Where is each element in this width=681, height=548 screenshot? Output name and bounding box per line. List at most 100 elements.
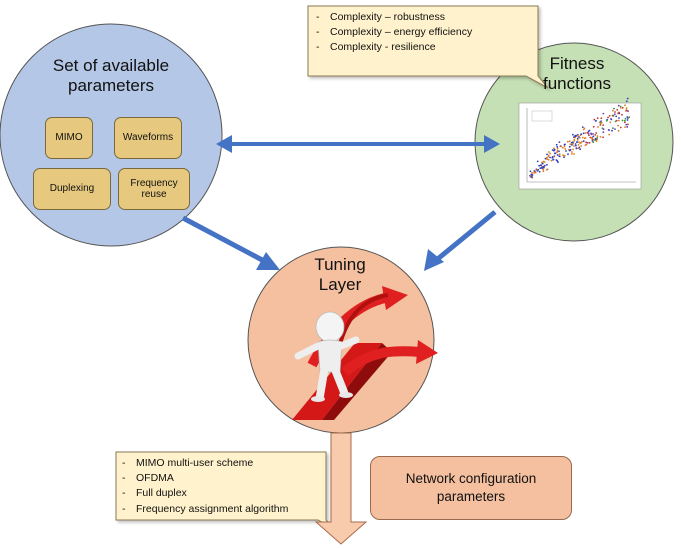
scatter-thumbnail-dot [611,129,613,132]
scatter-thumbnail-dot [547,158,550,161]
scatter-thumbnail-dot [576,139,579,141]
scatter-thumbnail-dot [553,155,555,158]
scatter-thumbnail-dot [582,132,585,135]
scatter-thumbnail-dot [558,155,561,158]
scatter-thumbnail-dot [575,134,577,137]
scatter-thumbnail-dot [614,111,616,113]
top-note-item: Complexity – energy efficiency [312,25,472,40]
scatter-thumbnail-dot [556,147,559,150]
scatter-thumbnail-dot [594,134,597,136]
scatter-thumbnail-dot [612,127,614,130]
scatter-thumbnail-dot [623,119,626,122]
scatter-thumbnail-dot [565,150,567,152]
scatter-thumbnail-dot [596,138,598,141]
scatter-thumbnail-dot [617,129,620,132]
scatter-thumbnail-dot [599,124,602,126]
scatter-thumbnail-dot [580,145,583,147]
scatter-thumbnail-dot [531,172,533,174]
scatter-thumbnail-dot [530,176,533,179]
scatter-thumbnail-dot [573,145,575,147]
scatter-thumbnail-dot [547,154,550,157]
scatter-thumbnail-dot [572,133,574,136]
scatter-thumbnail-dot [625,123,628,126]
scatter-thumbnail-dot [608,133,611,136]
scatter-thumbnail-dot [541,161,543,164]
scatter-thumbnail-dot [596,137,599,139]
scatter-thumbnail-dot [582,140,585,143]
scatter-thumbnail-dot [610,118,612,120]
scatter-thumbnail-dot [539,164,542,167]
scatter-thumbnail-dot [617,124,619,127]
scatter-thumbnail-dot [570,141,573,144]
scatter-thumbnail-dot [616,108,619,111]
top-note-item: Complexity - resilience [312,40,472,55]
scatter-thumbnail-dot [564,143,566,146]
param-box-mimo: MIMO [45,117,93,159]
fitness-scatter-image [518,97,642,190]
scatter-thumbnail-dot [542,168,545,171]
top-note-text: Complexity – robustness Complexity – ene… [312,10,472,56]
scatter-thumbnail-dot [560,145,563,148]
scatter-thumbnail-dot [581,126,584,128]
scatter-thumbnail-dot [573,153,575,155]
scatter-thumbnail-dot [558,153,561,156]
scatter-thumbnail-dot [590,133,593,136]
scatter-thumbnail-dot [579,148,581,151]
scatter-thumbnail-dot [529,170,532,173]
scatter-thumbnail-dot [533,170,536,172]
scatter-thumbnail-dot [546,163,548,166]
scatter-thumbnail-dot [615,115,618,118]
scatter-thumbnail-dot [555,143,558,146]
bottom-note-item: Full duplex [118,486,288,501]
scatter-thumbnail-dot [577,147,580,150]
scatter-thumbnail-dot [625,107,628,110]
scatter-thumbnail-dot [614,128,616,131]
scatter-thumbnail-dot [576,134,579,137]
bidirectional-arrow [216,135,500,153]
scatter-thumbnail-dot [619,126,622,129]
scatter-thumbnail-dot [585,143,588,146]
scatter-thumbnail-dot [596,135,599,138]
scatter-thumbnail-dot [595,140,598,143]
scatter-thumbnail-dot [626,119,629,121]
scatter-thumbnail-dot [578,137,581,139]
scatter-thumbnail-dot [617,104,620,107]
scatter-thumbnail-dot [602,131,605,134]
scatter-thumbnail-dot [561,146,564,149]
scatter-thumbnail-dot [627,123,629,126]
scatter-thumbnail-dot [536,169,539,172]
scatter-thumbnail-dot [621,113,623,116]
scatter-thumbnail-dot [539,167,542,170]
bottom-note-text: MIMO multi-user scheme OFDMA Full duplex… [118,456,288,517]
scatter-thumbnail-dot [607,129,610,131]
scatter-thumbnail-dot [545,169,548,171]
scatter-thumbnail-dot [571,151,573,153]
scatter-thumbnail-dot [592,125,595,128]
right-to-center-arrow [424,210,497,271]
scatter-thumbnail-dot [592,135,595,138]
scatter-thumbnail-dot [556,146,559,148]
scatter-thumbnail-dot [624,121,626,124]
scatter-thumbnail-dot [605,119,608,122]
scatter-thumbnail-dot [612,109,614,112]
scatter-thumbnail-dot [543,161,546,163]
scatter-thumbnail-dot [556,154,559,156]
scatter-thumbnail-dot [591,136,593,139]
scatter-thumbnail-dot [626,116,629,118]
scatter-thumbnail-dot [581,140,583,143]
left-circle-title: Set of available parameters [52,56,170,95]
scatter-thumbnail-dot [618,117,620,119]
scatter-thumbnail-dot [531,174,534,176]
scatter-thumbnail-dot [592,138,594,141]
scatter-thumbnail-dot [588,141,591,144]
scatter-thumbnail-dot [544,157,547,160]
scatter-thumbnail-dot [569,143,572,146]
scatter-thumbnail-dot [575,144,577,147]
scatter-thumbnail-dot [558,141,561,144]
scatter-thumbnail-dot [599,136,602,138]
scatter-thumbnail-dot [619,105,622,108]
scatter-thumbnail-dot [584,137,587,139]
scatter-thumbnail-dot [556,150,559,153]
left-to-center-arrow [181,215,280,270]
scatter-thumbnail-dot [600,117,603,120]
